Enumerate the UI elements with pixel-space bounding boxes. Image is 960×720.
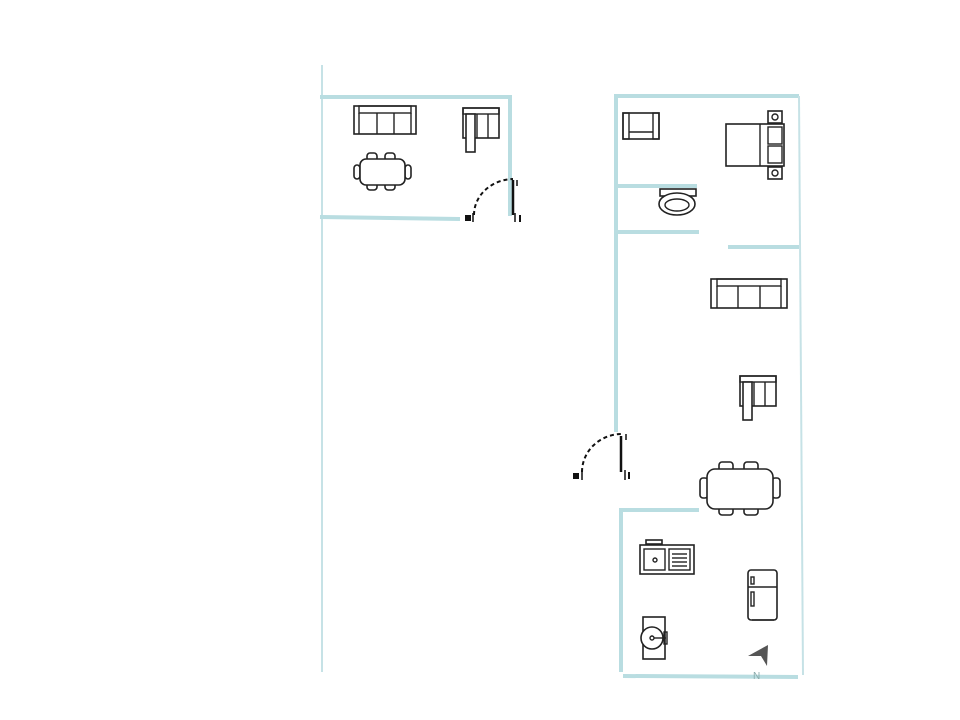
top-left-room-bottom-wall bbox=[319, 214, 461, 222]
kitchen-wall bbox=[619, 508, 699, 672]
bed-icon bbox=[725, 110, 785, 180]
armchair-icon bbox=[622, 112, 660, 140]
sofa-icon bbox=[353, 105, 417, 135]
north-arrow-icon bbox=[748, 645, 768, 666]
compass-north-label: N bbox=[753, 671, 761, 682]
walls bbox=[319, 65, 804, 680]
kitchen-sink-icon bbox=[639, 539, 695, 575]
sofa-icon bbox=[710, 278, 788, 309]
bottom-wall bbox=[622, 673, 799, 680]
armchair-icon bbox=[462, 107, 500, 153]
right-outer-wall bbox=[798, 95, 804, 676]
toilet-icon bbox=[658, 188, 697, 216]
refrigerator-icon bbox=[747, 569, 778, 621]
top-left-room-wall bbox=[320, 95, 512, 216]
right-building-wall bbox=[614, 94, 799, 432]
door-middle[interactable] bbox=[573, 433, 630, 480]
dining-table-icon bbox=[353, 152, 412, 191]
armchair-icon bbox=[739, 375, 777, 421]
dining-table-icon bbox=[699, 461, 781, 516]
washbasin-icon bbox=[640, 616, 668, 660]
door-top-left[interactable] bbox=[465, 178, 521, 222]
